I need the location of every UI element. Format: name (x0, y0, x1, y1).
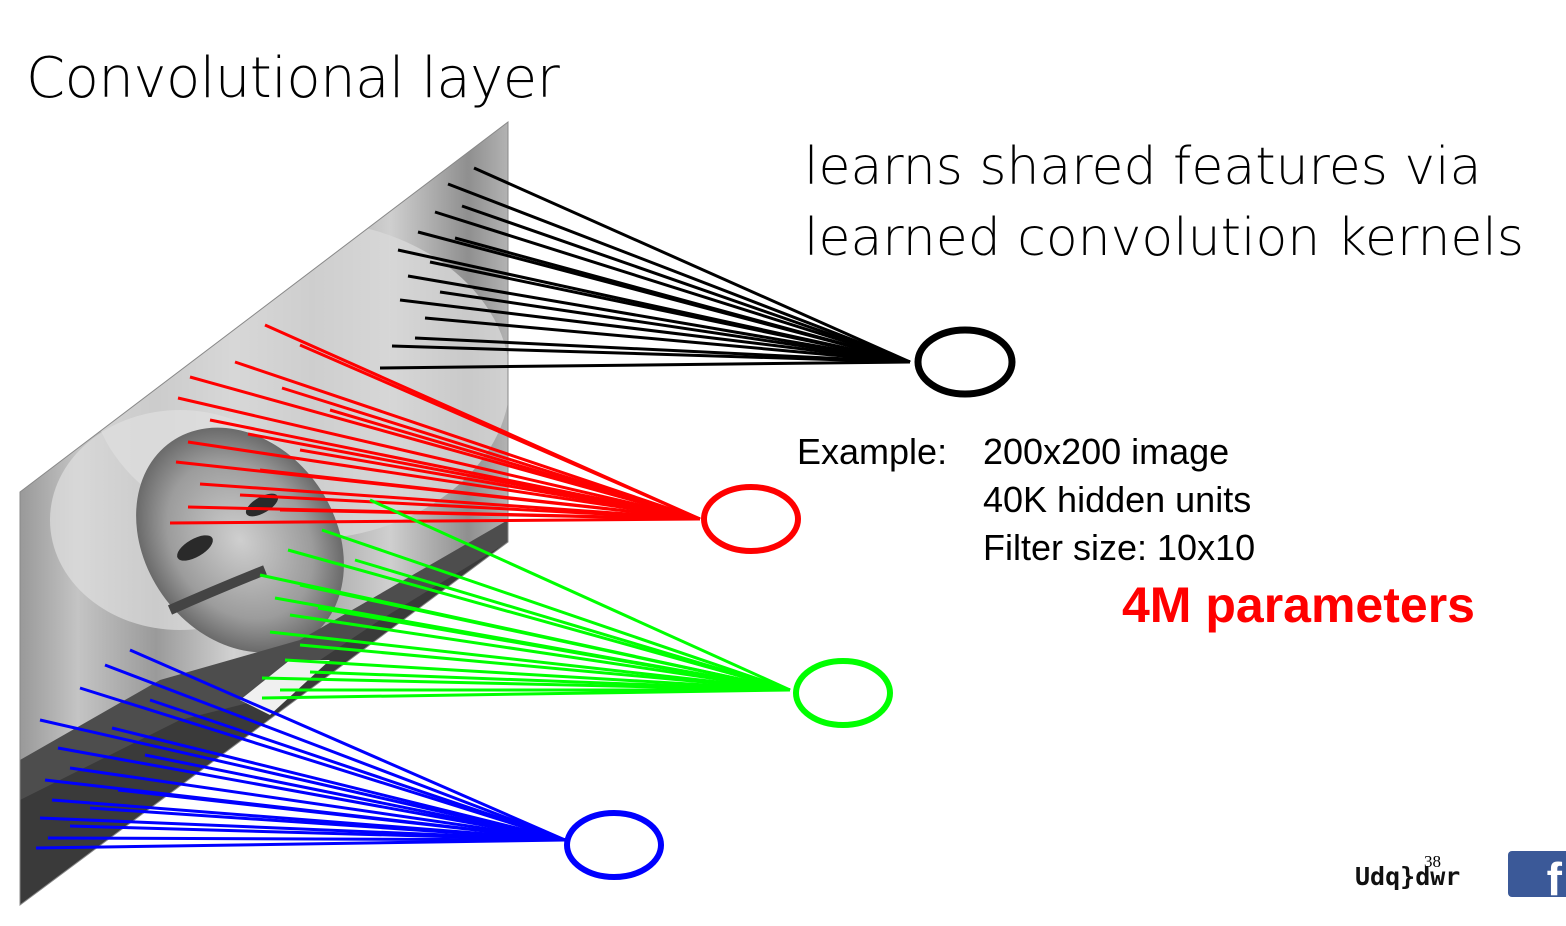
slide-title: Convolutional layer (26, 46, 560, 111)
example-label: Example: (797, 431, 948, 472)
blue-filter-connection (89, 806, 566, 842)
black-filter-connection (424, 316, 911, 364)
blue-filter-connection (149, 698, 566, 842)
black-filter-neuron (914, 326, 1016, 398)
black-filter-connection (407, 274, 911, 364)
red-filter-connection (234, 360, 701, 521)
black-filter-connection (434, 210, 911, 364)
subtitle-line-2: learned convolution kernels (804, 208, 1524, 268)
blue-filter-lines (35, 648, 566, 850)
blue-filter-neuron (564, 810, 664, 880)
red-filter-connection (329, 408, 701, 521)
red-filter-connection (279, 508, 701, 521)
red-filter-connection (299, 343, 701, 521)
green-filter-connection (321, 528, 791, 692)
red-filter-lines (169, 323, 701, 525)
black-filter-connection (447, 182, 911, 364)
example-filter-size: Filter size: 10x10 (983, 527, 1256, 568)
black-filter-connection (391, 344, 911, 364)
green-filter-connection (261, 676, 791, 692)
blue-filter-connection (129, 648, 566, 842)
green-filter-connection (284, 658, 791, 692)
green-filter-connection (287, 548, 791, 692)
blue-filter-connection (117, 788, 566, 842)
parameter-count: 4M parameters (1122, 577, 1475, 633)
blue-filter-connection (144, 753, 566, 842)
green-filter-connection (299, 643, 791, 692)
red-filter-connection (187, 440, 701, 521)
facebook-icon[interactable]: f (1508, 851, 1566, 897)
black-filter-lines (379, 166, 911, 370)
red-filter-neuron (701, 484, 801, 554)
green-filter-connection (269, 630, 791, 692)
green-filter-connection (261, 688, 791, 700)
subtitle: learns shared features via learned convo… (804, 132, 1524, 274)
black-filter-connection (454, 236, 911, 364)
green-filter-connection (299, 583, 791, 692)
black-filter-connection (461, 204, 911, 364)
blue-filter-connection (104, 663, 566, 842)
subtitle-line-1: learns shared features via (804, 137, 1482, 197)
page-number: 38 (1424, 852, 1441, 871)
connections (35, 166, 911, 850)
example-block: Example: 200x200 image 40K hidden units … (797, 428, 1255, 572)
black-filter-connection (473, 166, 911, 364)
green-filter-neuron (793, 658, 893, 728)
red-filter-connection (299, 448, 701, 521)
red-filter-connection (177, 396, 701, 521)
black-filter-connection (379, 360, 911, 370)
green-filter-connection (369, 498, 791, 692)
watermark-text: Udq}dwr (1355, 862, 1461, 891)
red-filter-connection (239, 493, 701, 521)
red-filter-connection (259, 468, 701, 521)
neurons (564, 326, 1016, 880)
black-filter-connection (429, 260, 911, 364)
blue-filter-connection (69, 766, 566, 842)
blue-filter-connection (111, 726, 566, 842)
black-filter-connection (439, 290, 911, 364)
image-frame (19, 120, 509, 906)
blue-filter-connection (39, 718, 566, 842)
blue-filter-connection (57, 746, 566, 842)
blue-filter-connection (79, 686, 566, 842)
red-filter-connection (169, 517, 701, 525)
green-filter-connection (317, 606, 791, 692)
blue-filter-connection (47, 836, 566, 842)
example-hidden-units: 40K hidden units (983, 479, 1252, 520)
green-filter-connection (354, 558, 791, 692)
green-filter-connection (289, 613, 791, 692)
black-filter-connection (399, 298, 911, 364)
green-filter-lines (259, 498, 791, 700)
blue-filter-connection (69, 824, 566, 842)
blue-filter-connection (35, 838, 566, 850)
example-image-size: 200x200 image (983, 431, 1230, 472)
